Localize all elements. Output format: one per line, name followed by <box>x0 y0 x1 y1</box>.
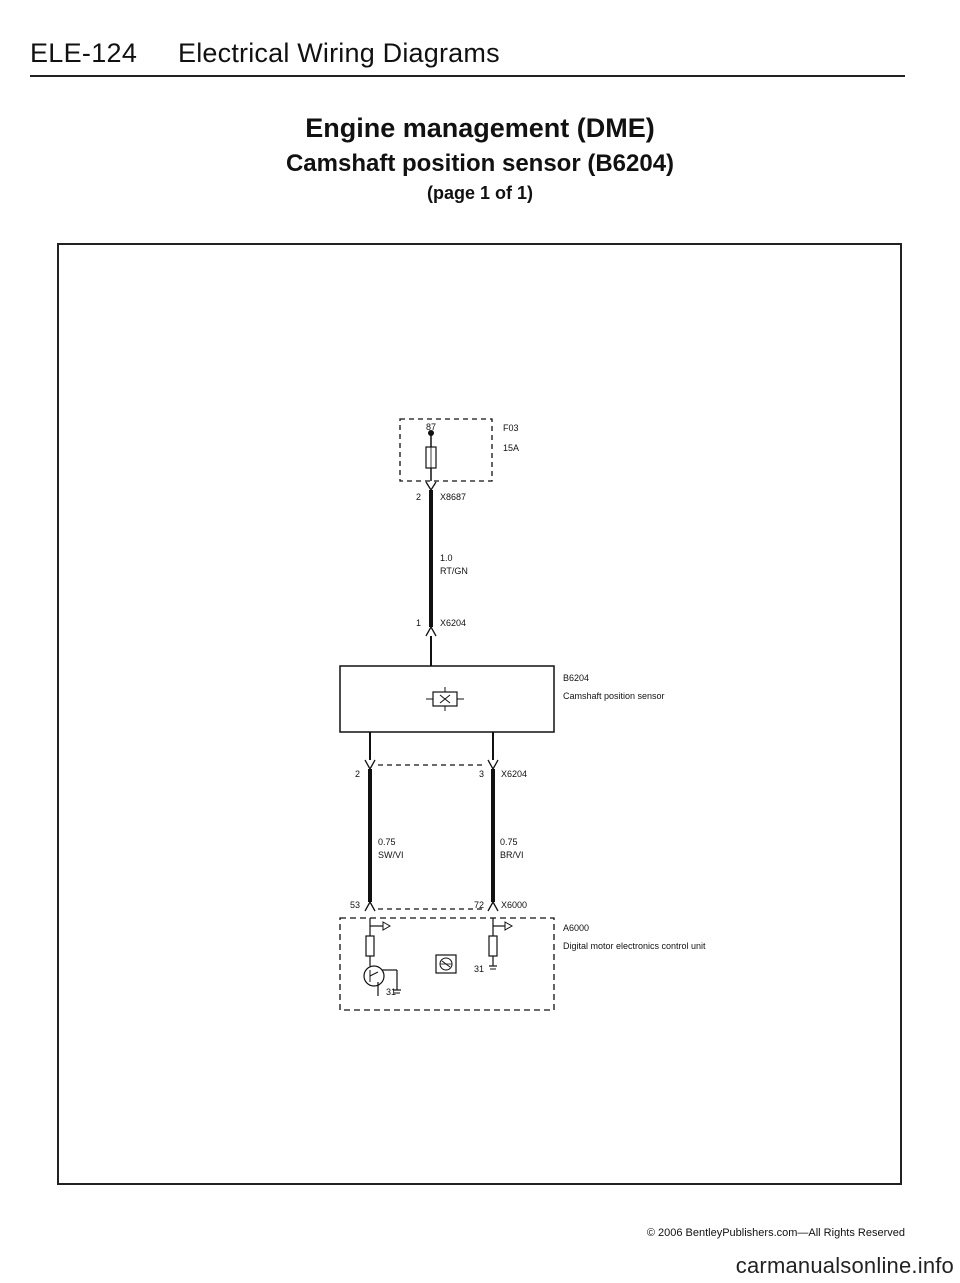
ground-left-label: 31 <box>386 987 396 997</box>
wire-right-gauge: 0.75 <box>500 837 518 847</box>
page-indicator: (page 1 of 1) <box>426 183 533 203</box>
fuse-id-label: F03 <box>503 423 519 433</box>
x6204-bottom-pin-right: 3 <box>479 769 484 779</box>
connector-x6000-left-symbol <box>364 900 376 912</box>
module-name-label: Digital motor electronics control unit <box>563 941 706 951</box>
sensor-b6204-box <box>339 665 555 733</box>
header-code: ELE-124 <box>30 38 138 68</box>
wire-left-gauge: 0.75 <box>378 837 396 847</box>
header-title: Electrical Wiring Diagrams <box>178 38 500 68</box>
x6204-bottom-pin-left: 2 <box>355 769 360 779</box>
sensor-name-label: Camshaft position sensor <box>563 691 665 701</box>
watermark: carmanualsonline.info <box>735 1253 954 1278</box>
x8687-pin-label: 2 <box>416 492 421 502</box>
x6000-id-label: X6000 <box>501 900 527 910</box>
connector-x6204-left-symbol <box>364 759 376 771</box>
ground-right-label: 31 <box>474 964 484 974</box>
connector-x6000-right-symbol <box>487 900 499 912</box>
connector-x6204-top-symbol <box>425 625 437 637</box>
diagram-title: Engine management (DME) <box>305 113 655 143</box>
wire-main-gauge: 1.0 <box>440 553 453 563</box>
module-left-circuit <box>363 918 401 996</box>
x6204-top-id-label: X6204 <box>440 618 466 628</box>
module-internal-transistor-icon <box>435 954 457 974</box>
x6204-bottom-id-label: X6204 <box>501 769 527 779</box>
camshaft-sensor-icon <box>426 687 464 711</box>
x6000-pin-left: 53 <box>350 900 360 910</box>
fuse-terminal-label: 87 <box>426 422 436 432</box>
x8687-id-label: X8687 <box>440 492 466 502</box>
diagram-subtitle: Camshaft position sensor (B6204) <box>285 150 675 177</box>
connector-x6204-right-symbol <box>487 759 499 771</box>
connector-x8687-symbol <box>425 481 437 492</box>
wire-left-color: SW/VI <box>378 850 404 860</box>
header-rule <box>30 75 905 77</box>
module-a6000-outline <box>339 917 555 1011</box>
wire-main-color: RT/GN <box>440 566 468 576</box>
module-id-label: A6000 <box>563 923 589 933</box>
copyright-notice: © 2006 BentleyPublishers.com—All Rights … <box>646 1227 905 1239</box>
diagram-frame <box>57 243 902 1185</box>
wire-right-color: BR/VI <box>500 850 524 860</box>
x6204-top-pin-label: 1 <box>416 618 421 628</box>
module-right-circuit <box>488 918 514 970</box>
fuse-box-outline <box>399 418 493 482</box>
sensor-id-label: B6204 <box>563 673 589 683</box>
x6000-pin-right: 72 <box>474 900 484 910</box>
fuse-rating-label: 15A <box>503 443 519 453</box>
